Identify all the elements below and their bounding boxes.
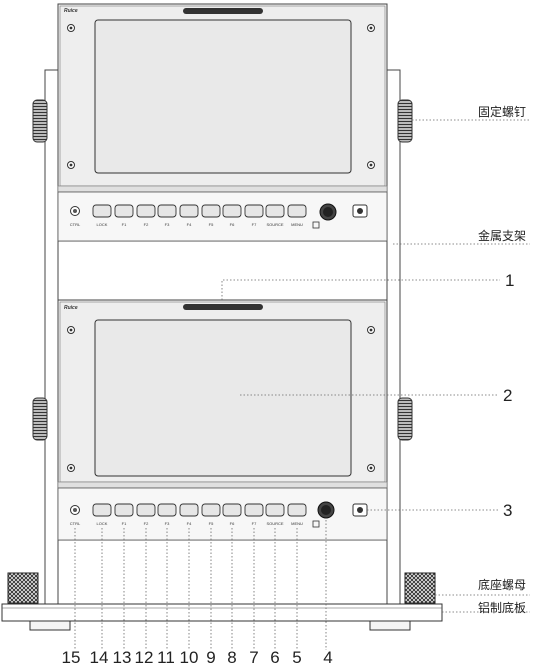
bottom-number: 15 [62, 648, 81, 666]
bottom-numbers: 15 14 13 12 11 10 9 8 7 6 5 4 [62, 648, 333, 666]
bottom-button-labels: CTRL LOCK F1 F2 F3 F4 F5 F6 F7 SOURCE ME… [70, 521, 303, 526]
brand-logo: Ruice [64, 8, 78, 14]
bottom-number: 14 [90, 648, 109, 666]
metal-bracket [44, 69, 401, 607]
svg-text:LOCK: LOCK [97, 222, 108, 227]
base-nuts [7, 572, 436, 604]
svg-text:F3: F3 [165, 222, 170, 227]
svg-text:F3: F3 [165, 521, 170, 526]
svg-text:CTRL: CTRL [70, 222, 81, 227]
bottom-number: 11 [157, 648, 175, 666]
fixing-screws [32, 99, 413, 441]
bottom-number: 10 [180, 648, 199, 666]
bottom-number: 5 [292, 648, 301, 666]
svg-text:SOURCE: SOURCE [266, 222, 283, 227]
svg-text:F2: F2 [144, 222, 149, 227]
svg-text:F2: F2 [144, 521, 149, 526]
svg-text:F7: F7 [252, 222, 257, 227]
callout-3: 3 [503, 501, 512, 520]
svg-text:F7: F7 [252, 521, 257, 526]
svg-text:CTRL: CTRL [70, 521, 81, 526]
bottom-number: 9 [206, 648, 215, 666]
svg-text:MENU: MENU [291, 521, 303, 526]
bottom-number: 6 [270, 648, 279, 666]
label-metal-bracket: 金属支架 [478, 228, 526, 243]
svg-text:F1: F1 [122, 521, 127, 526]
monitor-top: Ruice CTRL LOCK F1 F2 [57, 3, 388, 242]
bottom-number: 12 [135, 648, 154, 666]
label-aluminum-base: 铝制底板 [478, 600, 526, 615]
monitor-bottom: Ruice CTRL LOCK F1 F2 [57, 299, 388, 541]
svg-text:F5: F5 [209, 521, 214, 526]
svg-text:F6: F6 [230, 521, 235, 526]
aluminum-base-plate [1, 603, 443, 631]
svg-text:SOURCE: SOURCE [266, 521, 283, 526]
svg-text:F4: F4 [187, 222, 192, 227]
bottom-number: 13 [113, 648, 132, 666]
bottom-leader-lines [74, 520, 327, 650]
label-fixing-screw: 固定螺钉 [478, 104, 526, 119]
svg-text:F4: F4 [187, 521, 192, 526]
svg-text:MENU: MENU [291, 222, 303, 227]
bottom-number: 8 [227, 648, 236, 666]
brand-logo-2: Ruice [64, 305, 78, 311]
svg-text:F1: F1 [122, 222, 127, 227]
leader-lines [221, 119, 530, 613]
label-base-nut: 底座螺母 [478, 577, 526, 592]
bottom-number: 7 [249, 648, 258, 666]
svg-text:F5: F5 [209, 222, 214, 227]
top-button-labels: CTRL LOCK F1 F2 F3 F4 F5 F6 F7 SOURCE ME… [70, 222, 303, 227]
svg-text:F6: F6 [230, 222, 235, 227]
svg-text:LOCK: LOCK [97, 521, 108, 526]
callout-2: 2 [503, 386, 512, 405]
bottom-number: 4 [323, 648, 332, 666]
callout-1: 1 [505, 271, 514, 290]
